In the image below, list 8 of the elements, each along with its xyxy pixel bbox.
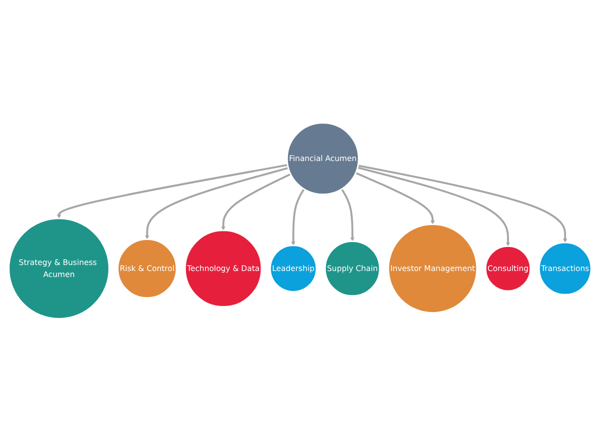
arrow: [358, 164, 568, 242]
arrow: [145, 166, 289, 240]
arrow: [357, 166, 510, 246]
arrow: [355, 172, 435, 224]
arrow: [291, 188, 305, 246]
arrow: [56, 164, 288, 218]
arrow: [221, 172, 292, 230]
arrow: [340, 188, 355, 242]
